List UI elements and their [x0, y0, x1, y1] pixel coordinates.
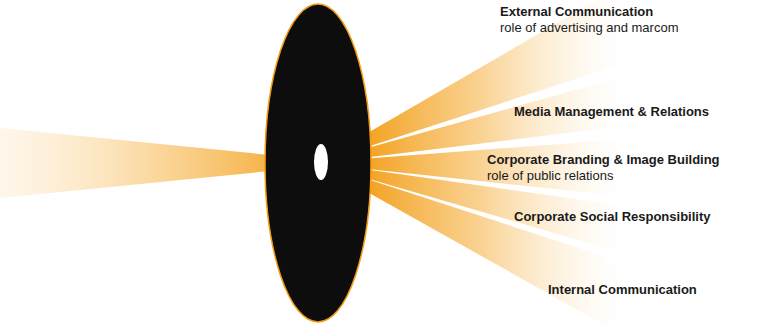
ray-subtitle: role of advertising and marcom	[500, 20, 678, 35]
ray-heading: Internal Communication	[548, 282, 697, 297]
ray-heading: Corporate Branding & Image Building	[487, 152, 720, 167]
black-disc	[265, 4, 371, 322]
aperture-hole	[314, 144, 328, 180]
ray-heading: External Communication	[500, 4, 653, 19]
ray-subtitle: role of public relations	[487, 168, 613, 183]
ray-heading: Media Management & Relations	[514, 104, 709, 119]
ray-heading: Corporate Social Responsibility	[514, 209, 711, 224]
